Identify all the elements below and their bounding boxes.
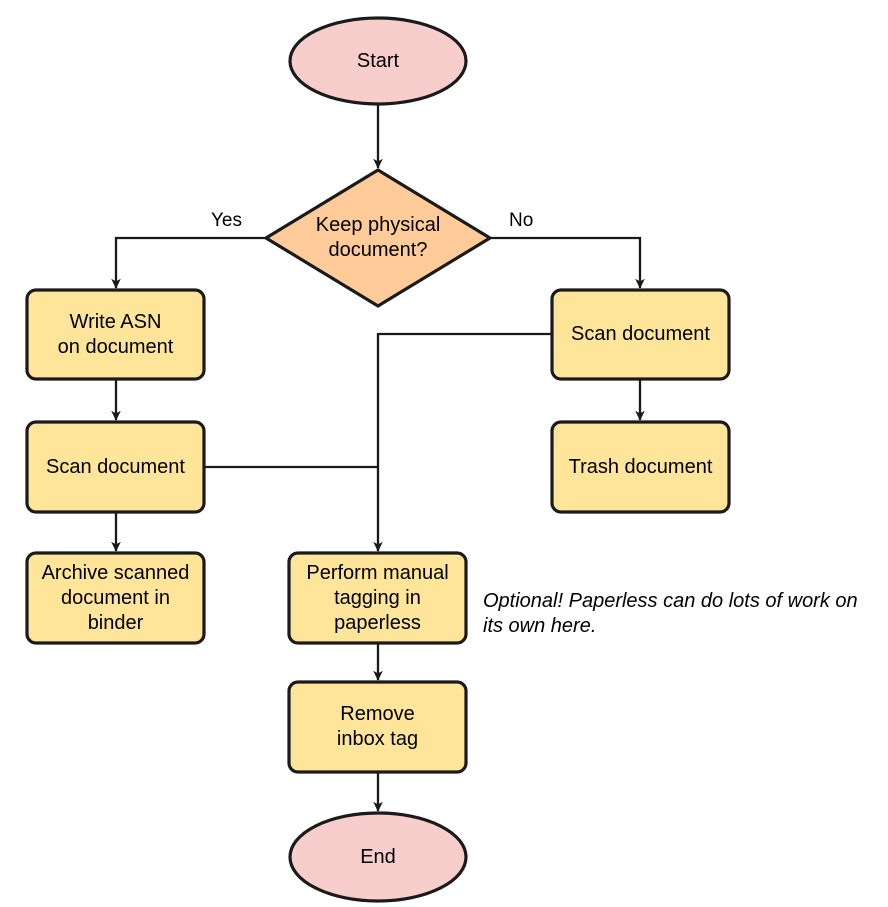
edges-layer [111,104,645,812]
node-start-shape [288,16,468,106]
node-remove-inbox-shape [287,680,468,774]
node-end-shape [288,811,468,903]
annotation-optional-note: Optional! Paperless can do lots of work … [483,590,858,637]
edge-scan-right-to-tagging [373,332,551,552]
edge-decision-yes-to-write-asn [111,236,265,289]
edge-label-yes: Yes [211,210,242,231]
edge-decision-no-to-scan-right [491,236,645,289]
node-archive-shape [25,551,206,645]
node-write-asn-shape [25,288,206,381]
nodes-layer [25,16,731,903]
edge-label-no: No [509,210,534,231]
node-scan-left-shape [25,420,206,514]
node-decision-shape [264,168,492,308]
node-tagging-shape [287,551,468,645]
node-scan-right-shape [550,288,731,381]
node-trash-shape [550,420,731,514]
